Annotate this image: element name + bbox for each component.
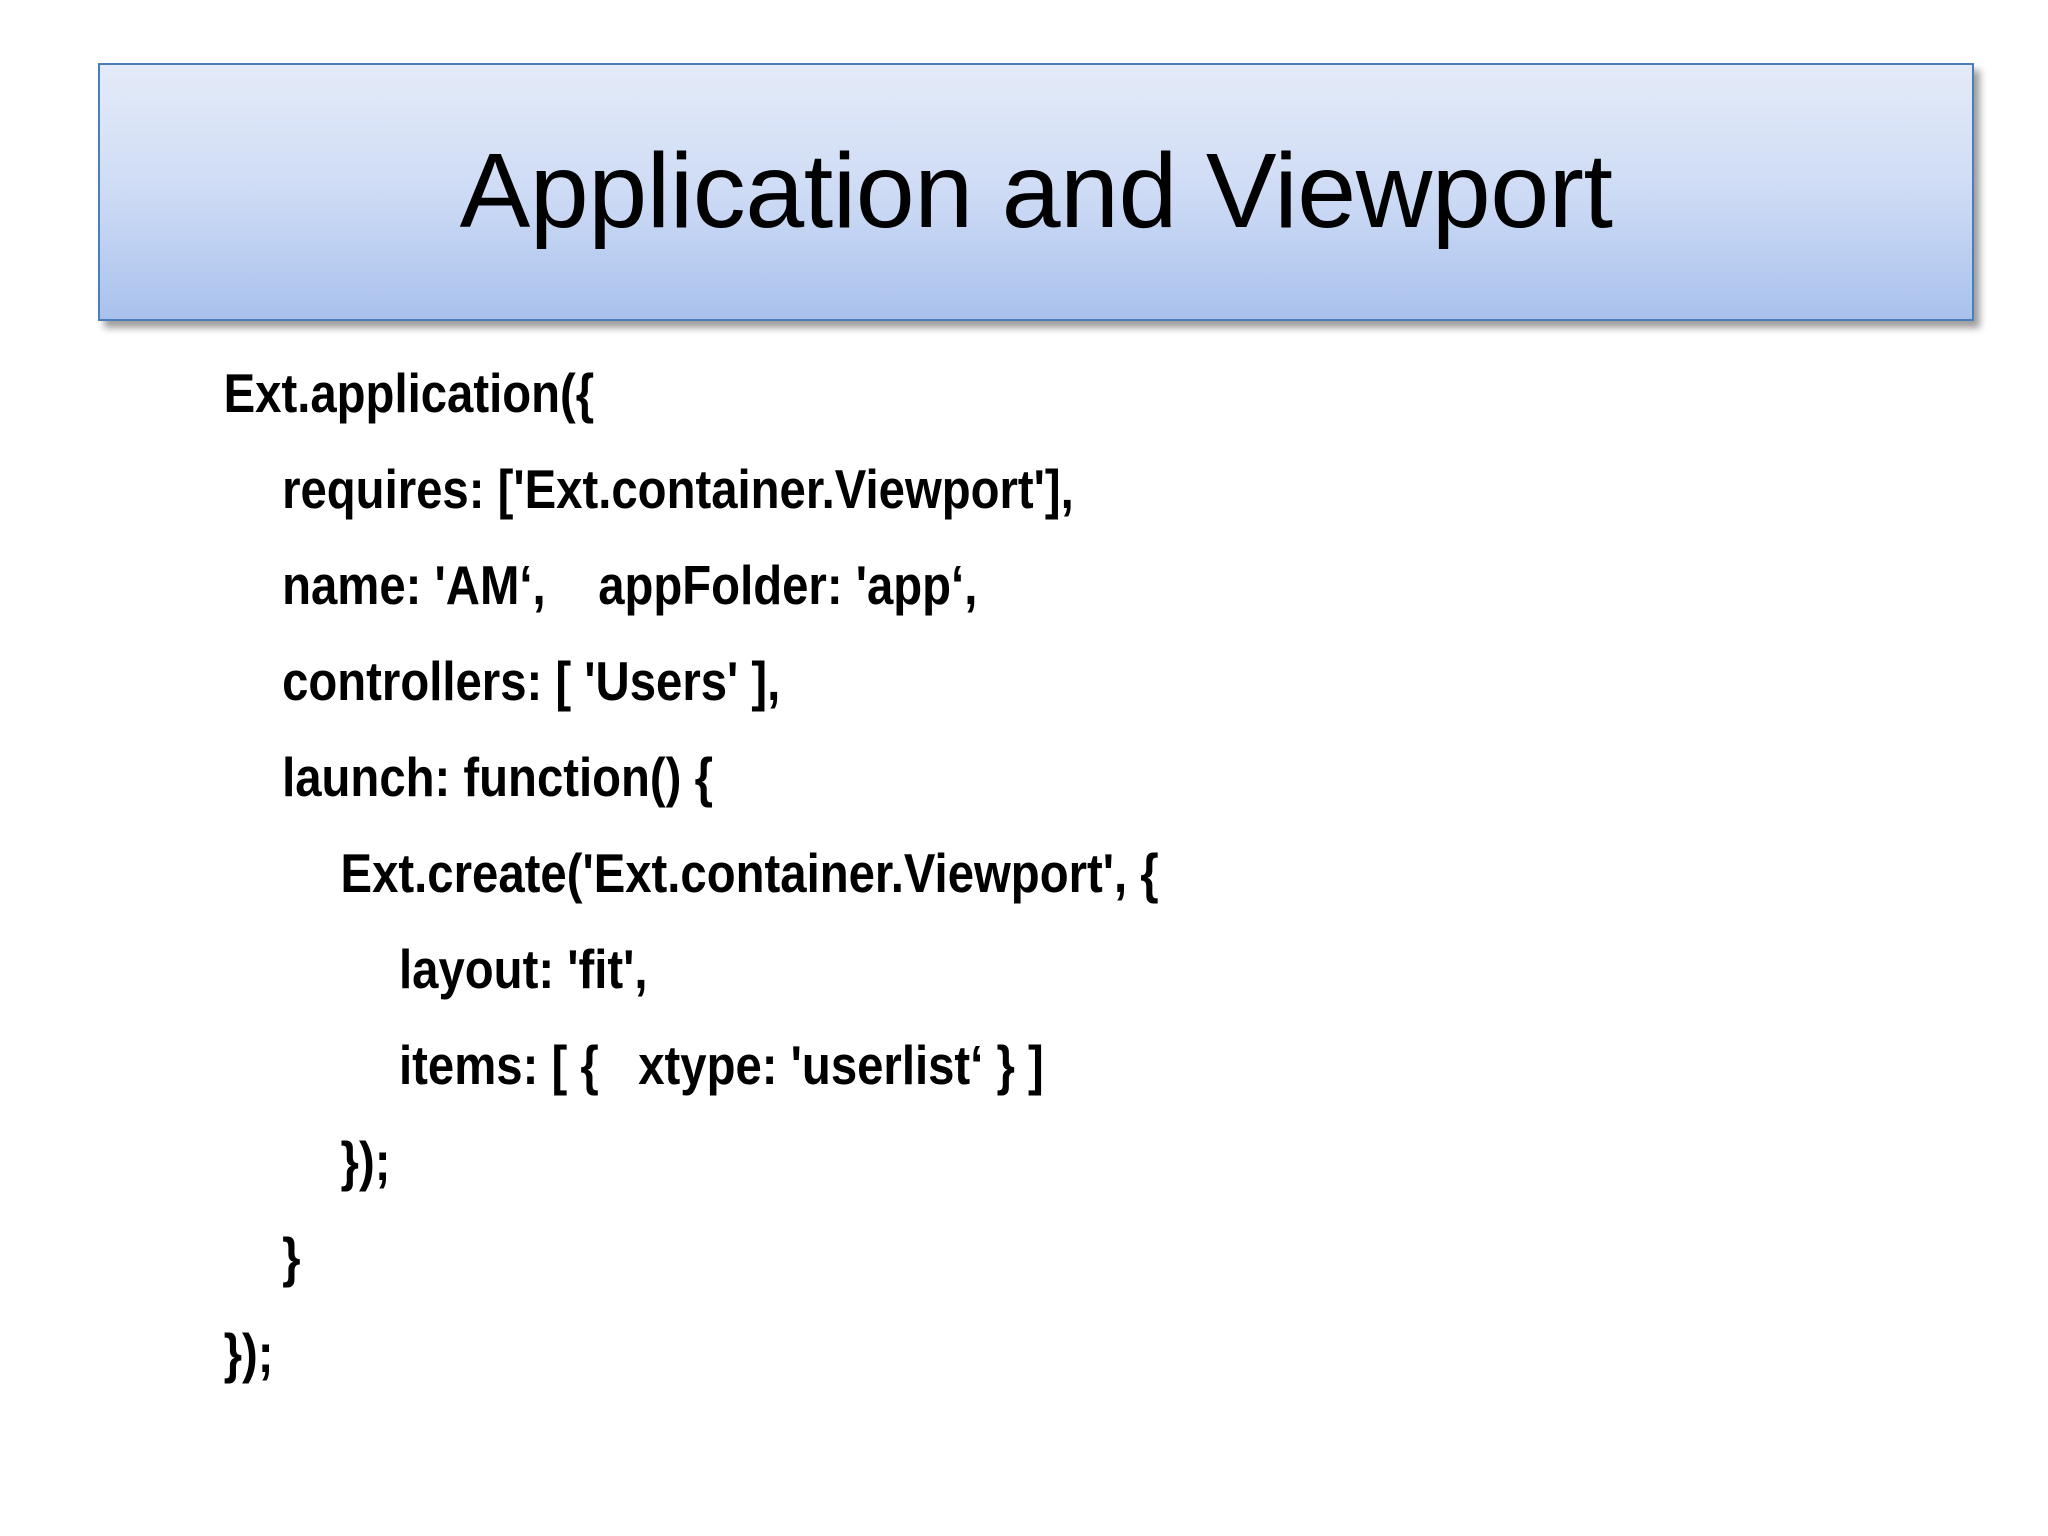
code-line: items: [ { xtype: 'userlist‘ } ]: [399, 1034, 1044, 1096]
code-line: controllers: [ 'Users' ],: [282, 650, 781, 712]
code-line: });: [223, 1322, 274, 1384]
code-line: });: [340, 1130, 391, 1192]
code-line: name: 'AM‘, appFolder: 'app‘,: [282, 554, 978, 616]
code-line: }: [282, 1226, 301, 1288]
slide-title-placeholder[interactable]: Application and Viewport: [98, 63, 1974, 321]
code-block[interactable]: Ext.application({ requires: ['Ext.contain…: [0, 345, 1761, 1401]
code-line: requires: ['Ext.container.Viewport'],: [282, 458, 1074, 520]
code-line: Ext.application({: [223, 362, 595, 424]
code-line: layout: 'fit',: [399, 938, 648, 1000]
page-title: Application and Viewport: [459, 132, 1613, 251]
code-line: Ext.create('Ext.container.Viewport', {: [340, 842, 1159, 904]
code-line: launch: function() {: [282, 746, 713, 808]
